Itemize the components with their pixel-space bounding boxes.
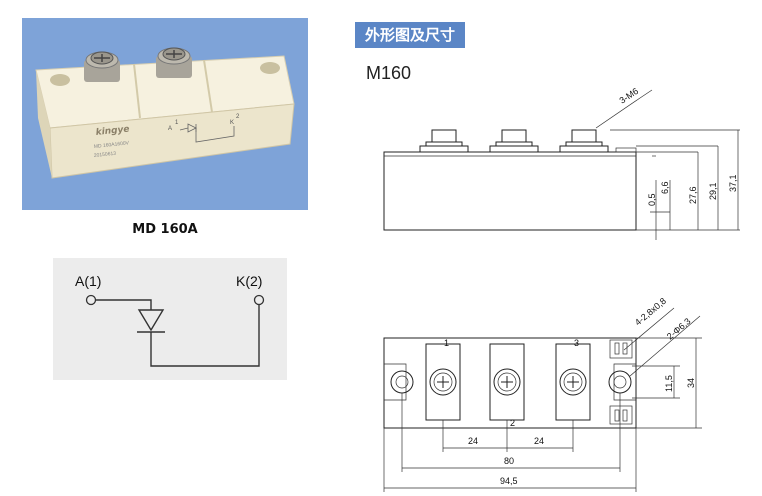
photo-caption: MD 160A (132, 222, 198, 237)
dim-side-5: 37,1 (728, 174, 738, 192)
dim-side-2: 6,6 (660, 181, 670, 194)
mount-hole-right (260, 62, 280, 74)
dim-side-4: 29,1 (708, 182, 718, 200)
brand-logo: kingye (95, 124, 130, 137)
terminal-num-3: 3 (574, 338, 579, 348)
photo-label-a-num: 1 (175, 120, 179, 126)
dim-mount-spacing: 80 (504, 456, 514, 466)
side-view-body (383, 151, 637, 231)
photo-label-a: A (168, 126, 172, 132)
terminal-num-2: 2 (510, 418, 515, 428)
dim-side-3: 27,6 (688, 186, 698, 204)
mount-hole-left (50, 74, 70, 86)
cathode-label: K(2) (236, 273, 262, 289)
top-terminal-2 (489, 343, 525, 421)
top-view-outline (383, 337, 637, 429)
side-terminal-3 (559, 129, 609, 153)
diode-symbol (95, 299, 260, 367)
callout-pin-holes: 4-2,8x0,8 (633, 296, 668, 328)
anode-label: A(1) (75, 273, 101, 289)
dim-top-height-small: 11,5 (664, 375, 674, 392)
cathode-terminal (253, 294, 265, 306)
photo-label-k: K (230, 120, 234, 126)
top-terminal-1 (425, 343, 461, 421)
module-front-face (49, 103, 295, 179)
dim-pitch-2: 24 (534, 436, 544, 446)
section-heading: 外形图及尺寸 (355, 22, 466, 48)
mount-hole-right-drawing (608, 370, 632, 394)
terminal-screw-1 (84, 51, 120, 82)
circuit-schematic: A(1) K(2) (53, 258, 287, 380)
module-illustration: kingye A 1 K 2 MD 160A1600V 20150613 (35, 47, 295, 179)
product-photo: kingye A 1 K 2 MD 160A1600V 20150613 (22, 18, 308, 210)
dim-top-height: 34 (686, 378, 696, 388)
side-terminal-1 (419, 129, 469, 153)
screw-callout: 3-M6 (618, 86, 641, 106)
pin-housing-lower (609, 405, 633, 425)
top-terminal-3 (555, 343, 591, 421)
photo-diode-symbol (179, 123, 235, 143)
photo-print-line1: MD 160A1600V (94, 140, 130, 150)
module-side-face (36, 70, 52, 178)
dimension-drawings: 3-M6 0,5 6,6 27,6 29,1 37,1 (383, 86, 740, 492)
photo-label-k-num: 2 (236, 114, 240, 120)
terminal-screw-2 (156, 47, 192, 78)
model-number: M160 (366, 63, 412, 83)
photo-print-line2: 20150613 (94, 151, 117, 159)
anode-terminal (85, 294, 97, 306)
top-view: 1 2 3 4-2,8x0,8 2-Φ6,3 11,5 34 (383, 296, 702, 492)
side-terminal-2 (489, 129, 539, 153)
side-view: 3-M6 0,5 6,6 27,6 29,1 37,1 (383, 86, 740, 240)
pin-housing-upper (609, 339, 633, 359)
dim-pitch-1: 24 (468, 436, 478, 446)
dim-side-1: 0,5 (647, 193, 657, 206)
mount-hole-left-drawing (390, 370, 414, 394)
terminal-num-1: 1 (444, 338, 449, 348)
dim-overall-length: 94,5 (500, 476, 518, 486)
